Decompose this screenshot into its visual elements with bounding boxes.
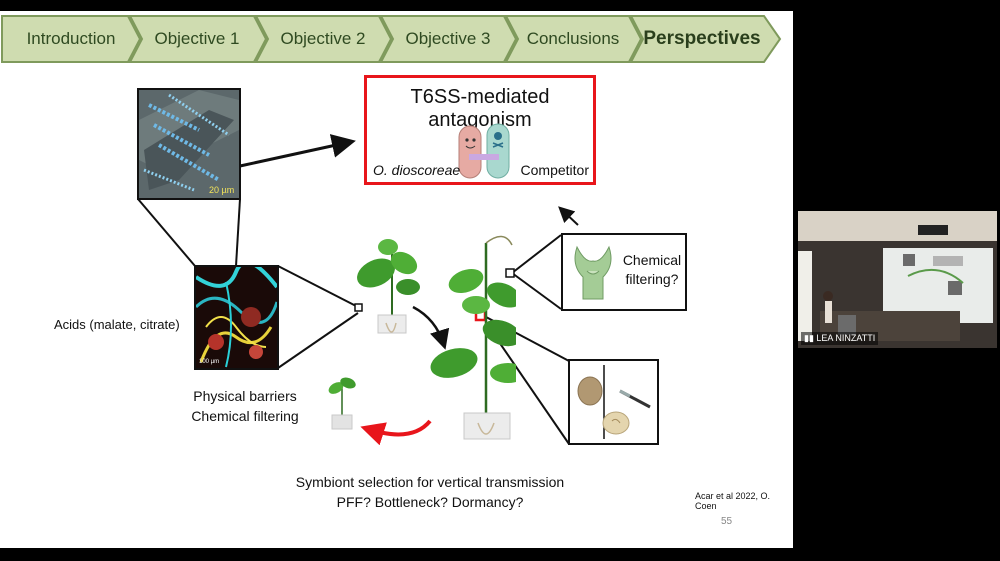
tab-introduction[interactable]: Introduction <box>26 29 116 48</box>
tab-objective-3[interactable]: Objective 3 <box>405 29 491 48</box>
chemical-filtering-question: Chemical filtering? <box>622 252 682 287</box>
tuber-cutting-panel <box>568 359 659 445</box>
sem-scale-label: 20 µm <box>209 185 235 195</box>
slide-page-number: 55 <box>721 516 733 527</box>
speaker-webcam-view[interactable]: ▮▮ LEA NINZATTI <box>798 211 997 348</box>
chemical-filtering-label: Chemical filtering <box>191 408 299 424</box>
nav-tab-shape-2 <box>128 15 268 63</box>
sem-micrograph: 20 µm <box>137 88 241 200</box>
fluorescence-texture <box>196 267 277 368</box>
presentation-slide: Introduction Objective 1 Objective 2 Obj… <box>0 11 793 548</box>
webcam-scene <box>798 211 997 348</box>
o-dioscoreae-label: O. dioscoreae <box>373 162 461 178</box>
plant-middle <box>357 239 420 334</box>
fluorescence-micrograph: 100 µm <box>194 265 279 370</box>
flower-gland-icon <box>574 245 612 300</box>
participant-name: LEA NINZATTI <box>816 333 876 343</box>
bacteria-antagonism-icon <box>458 123 510 179</box>
t6ss-title: T6SS-mediated antagonism <box>410 86 550 131</box>
plant-large <box>430 235 516 440</box>
plant-illustrations <box>328 235 516 440</box>
section-nav: Introduction Objective 1 Objective 2 Obj… <box>0 13 793 65</box>
signal-bars-icon: ▮▮ <box>804 333 814 343</box>
tuber-scalpel-icon <box>577 365 651 439</box>
nav-tab-shape-1 <box>1 15 142 63</box>
tab-perspectives[interactable]: Perspectives <box>643 28 761 49</box>
section-nav-shapes <box>1 15 782 63</box>
nav-tab-shape-4 <box>379 15 518 63</box>
nav-tab-shape-3 <box>254 15 393 63</box>
t6ss-antagonism-box: T6SS-mediated antagonism O. dioscoreae C… <box>364 75 596 185</box>
nav-tab-shape-5 <box>504 15 643 63</box>
participant-name-tag: ▮▮ LEA NINZATTI <box>801 332 879 345</box>
tab-objective-1[interactable]: Objective 1 <box>154 29 240 48</box>
sem-texture <box>139 90 239 198</box>
chemical-filtering-panel: Chemical filtering? <box>561 233 687 311</box>
plant-small <box>328 377 356 430</box>
competitor-label: Competitor <box>520 162 589 178</box>
nav-tab-shape-6 <box>629 15 782 63</box>
tab-conclusions[interactable]: Conclusions <box>526 29 620 48</box>
physical-barriers-label: Physical barriers <box>193 388 297 404</box>
symbiont-selection-label: Symbiont selection for vertical transmis… <box>295 474 565 490</box>
tab-objective-2[interactable]: Objective 2 <box>280 29 366 48</box>
transmission-questions-label: PFF? Bottleneck? Dormancy? <box>336 494 524 510</box>
acids-label: Acids (malate, citrate) <box>54 317 180 332</box>
fluorescence-scale-label: 100 µm <box>199 359 220 365</box>
citation-text: Acar et al 2022, O. Coen <box>695 491 771 511</box>
